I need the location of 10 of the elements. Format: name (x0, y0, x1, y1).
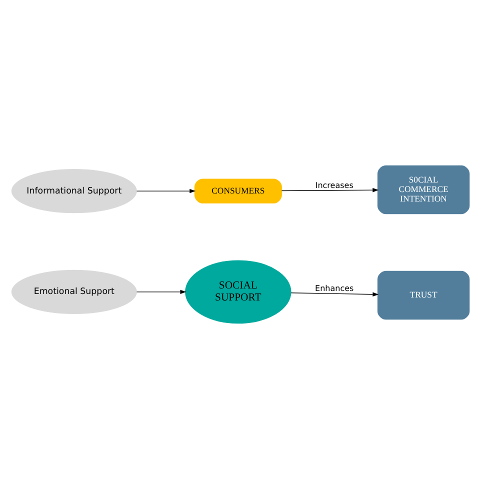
arrow (290, 292, 379, 296)
node-ellipse: Informational Support (11, 169, 137, 214)
arrow (136, 188, 196, 194)
node-ellipse: Emotional Support (11, 270, 137, 314)
arrow (136, 290, 186, 294)
node-box: CONSUMERS (194, 178, 282, 204)
arrow (281, 188, 379, 192)
node-box: S0CIAL COMMERCE INTENTION (377, 165, 470, 214)
node-box: TRUST (377, 270, 470, 320)
node-ellipse: SOCIAL SUPPORT (185, 260, 292, 324)
